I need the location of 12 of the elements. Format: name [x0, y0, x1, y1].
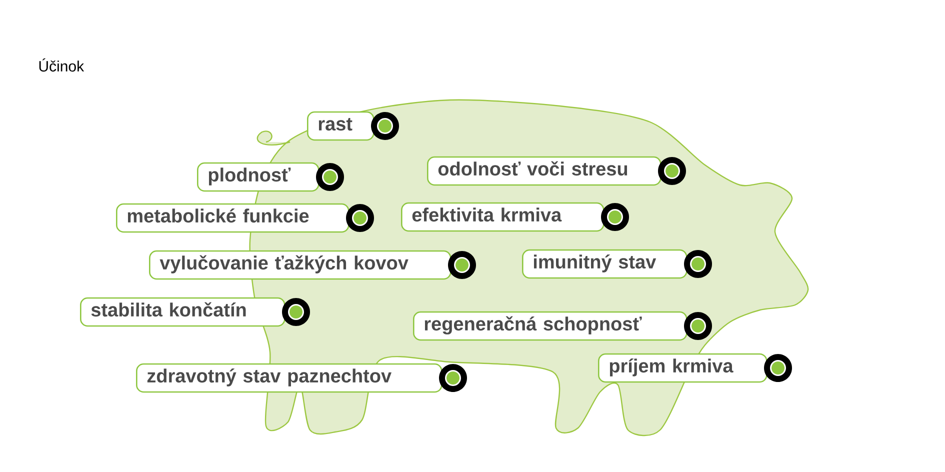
label-box: príjem krmiva — [598, 353, 768, 383]
label-box: imunitný stav — [522, 249, 688, 279]
label-box: rast — [307, 111, 374, 141]
label-box: metabolické funkcie — [116, 203, 350, 233]
label-box: vylučovanie ťažkých kovov — [149, 250, 452, 280]
label-box: plodnosť — [197, 162, 320, 192]
label-box: zdravotný stav paznechtov — [136, 363, 442, 393]
heading: Účinok — [39, 58, 84, 72]
label-box: odolnosť voči stresu — [427, 156, 662, 186]
label-box: stabilita končatín — [80, 297, 286, 327]
label-box: efektivita krmiva — [401, 202, 604, 232]
label-box: regeneračná schopnosť — [413, 311, 688, 341]
